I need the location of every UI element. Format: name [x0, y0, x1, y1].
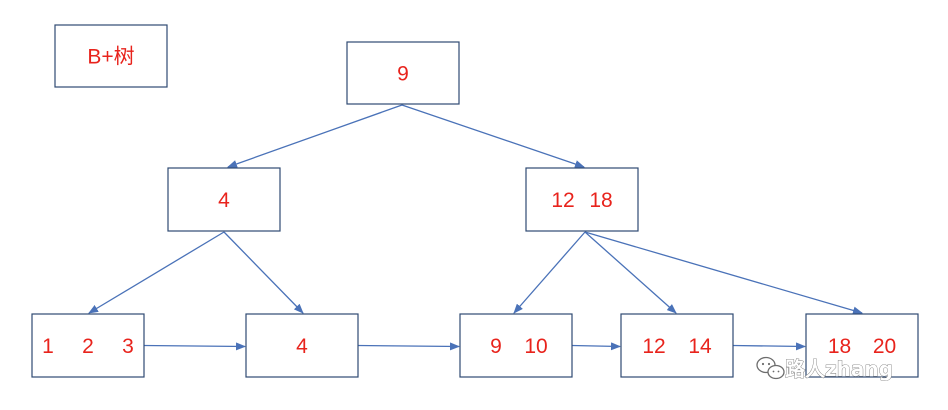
node-box — [805, 313, 919, 378]
node-key: 14 — [688, 335, 712, 358]
node-internal-right: 12 18 — [525, 167, 639, 232]
node-key: 4 — [296, 335, 308, 358]
node-key: 4 — [218, 189, 230, 212]
node-key: 18 — [828, 335, 851, 358]
node-box — [245, 313, 359, 378]
node-root: 9 — [346, 41, 460, 105]
watermark: 路人zhang — [756, 356, 893, 381]
edge-root-to-internal_right — [401, 104, 585, 168]
node-leaf-3: 9 10 — [459, 313, 573, 378]
node-leaf-1: 1 2 3 — [31, 313, 145, 378]
node-box — [525, 167, 639, 232]
node-key: 3 — [122, 335, 134, 358]
node-leaf-4: 12 14 — [620, 313, 734, 378]
edge-internal_right-to-leaf_4 — [584, 231, 677, 314]
node-key: 9 — [490, 335, 502, 358]
node-key: 18 — [589, 189, 612, 212]
leaf-link-leaf_2-to-leaf_3 — [357, 342, 460, 351]
node-box — [31, 313, 145, 378]
leaf-link-leaf_1-to-leaf_2 — [143, 342, 246, 351]
node-leaf-2: 4 — [245, 313, 359, 378]
edge-internal_right-to-leaf_3 — [513, 231, 586, 314]
title-box: B+树 — [54, 24, 168, 88]
node-key: 1 — [42, 335, 54, 358]
node-key: 20 — [873, 335, 896, 358]
edge-root-to-internal_left — [227, 104, 403, 168]
wechat-icon — [756, 356, 785, 380]
node-box — [167, 167, 281, 232]
node-key: 9 — [397, 63, 409, 86]
edge-internal_right-to-leaf_5 — [584, 231, 863, 315]
node-key: 2 — [82, 335, 94, 358]
node-key: 12 — [551, 189, 574, 212]
edge-internal_left-to-leaf_1 — [88, 231, 225, 314]
watermark-text: 路人zhang — [785, 357, 893, 381]
leaf-link-leaf_3-to-leaf_4 — [571, 342, 621, 351]
node-key: 10 — [524, 335, 547, 358]
node-internal-left: 4 — [167, 167, 281, 232]
leaf-link-leaf_4-to-leaf_5 — [732, 342, 806, 351]
edge-internal_left-to-leaf_2 — [223, 231, 304, 314]
node-box — [620, 313, 734, 378]
diagram-title: B+树 — [87, 46, 134, 69]
node-key: 12 — [642, 335, 665, 358]
edges-layer — [88, 104, 863, 351]
node-box — [346, 41, 460, 105]
node-box — [459, 313, 573, 378]
